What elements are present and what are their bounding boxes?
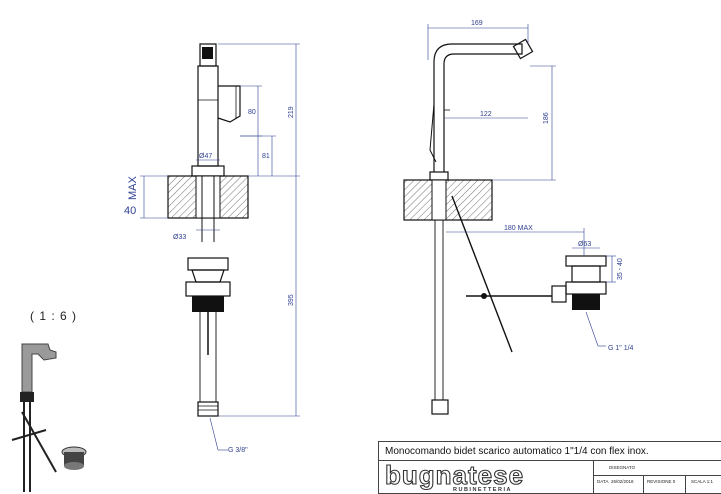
dim-front-81: 81 xyxy=(262,153,270,160)
dim-side-186: 186 xyxy=(543,112,550,124)
dim-front-thread: G 3/8" xyxy=(228,447,248,454)
dim-side-169: 169 xyxy=(471,20,483,27)
isometric-preview xyxy=(11,343,87,492)
dim-side-thread: G 1" 1/4 xyxy=(608,345,634,352)
date-label: DATA xyxy=(597,479,609,484)
date-value: 26/02/2018 xyxy=(611,479,634,484)
tb-divider xyxy=(643,475,644,493)
tb-divider xyxy=(593,475,721,476)
brand-logo: bugnatese xyxy=(384,460,525,490)
side-view xyxy=(403,24,616,415)
tb-divider xyxy=(593,460,594,493)
dim-front-395: 395 xyxy=(288,294,295,306)
dim-side-122: 122 xyxy=(480,111,492,118)
front-view xyxy=(140,43,300,451)
brand-subtitle: RUBINETTERIA xyxy=(453,487,512,493)
drawn-label: DISEGNATO xyxy=(609,465,636,470)
scale-note: ( 1 : 6 ) xyxy=(30,309,78,323)
drawing-title: Monocomando bidet scarico automatico 1"1… xyxy=(385,446,649,457)
dim-side-3540: 35 - 40 xyxy=(617,258,624,280)
title-block: Monocomando bidet scarico automatico 1"1… xyxy=(378,441,721,494)
scale-label: SCALA 1:1 xyxy=(691,479,714,484)
dim-side-180max: 180 MAX xyxy=(504,225,533,232)
dim-front-47: Ø47 xyxy=(199,153,212,160)
dim-front-80: 80 xyxy=(248,109,256,116)
title-block-divider xyxy=(379,460,721,461)
dim-front-33: Ø33 xyxy=(173,234,186,241)
dim-front-219: 219 xyxy=(288,106,295,118)
tb-divider xyxy=(685,475,686,493)
dim-front-40: 40 xyxy=(124,205,136,217)
dim-side-63: Ø63 xyxy=(578,241,591,248)
dim-front-max: MAX xyxy=(127,176,139,201)
revision-label: REVISIONE 0 xyxy=(647,479,676,484)
